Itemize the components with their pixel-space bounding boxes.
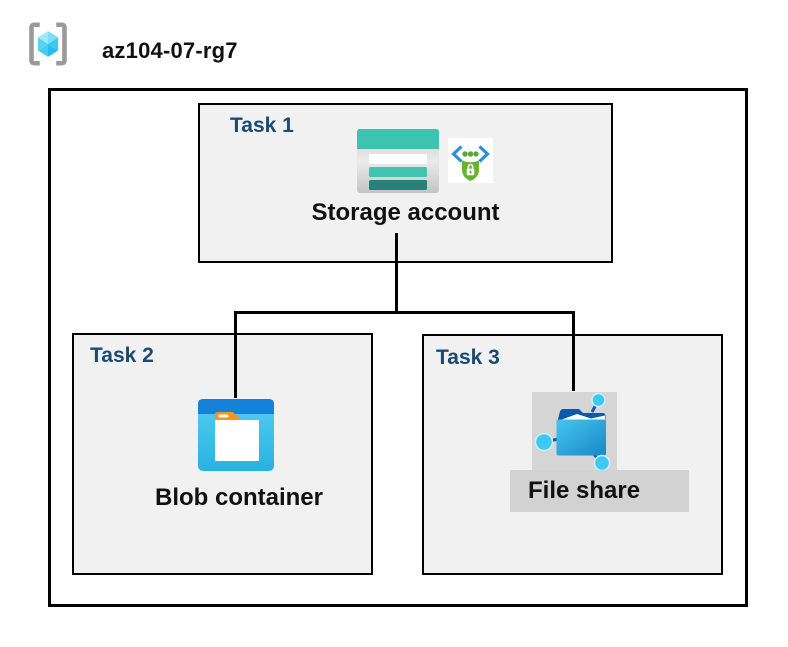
task-1-box: Task 1 <box>198 103 613 263</box>
blob-container-icon <box>198 399 274 471</box>
blob-container-label: Blob container <box>154 484 323 511</box>
resource-group-icon <box>29 22 67 66</box>
task-2-label: Task 2 <box>90 344 154 367</box>
file-share-icon-backdrop <box>532 392 617 472</box>
file-share-label: File share <box>528 477 641 504</box>
connector-to-fileshare <box>572 311 575 391</box>
connector-to-blob <box>234 311 237 398</box>
resource-group-name: az104-07-rg7 <box>102 38 238 63</box>
storage-account-icon <box>357 129 439 193</box>
task-2-box: Task 2 Blob container <box>72 333 373 575</box>
task-3-label: Task 3 <box>436 346 500 369</box>
task-1-label: Task 1 <box>230 114 294 137</box>
file-share-label-highlight: File share <box>510 470 689 512</box>
file-share-icon <box>534 392 611 472</box>
connector-horizontal <box>234 311 575 314</box>
storage-account-label: Storage account <box>311 199 500 226</box>
connector-storage-stem <box>395 233 398 313</box>
shared-access-signature-icon <box>448 138 493 183</box>
